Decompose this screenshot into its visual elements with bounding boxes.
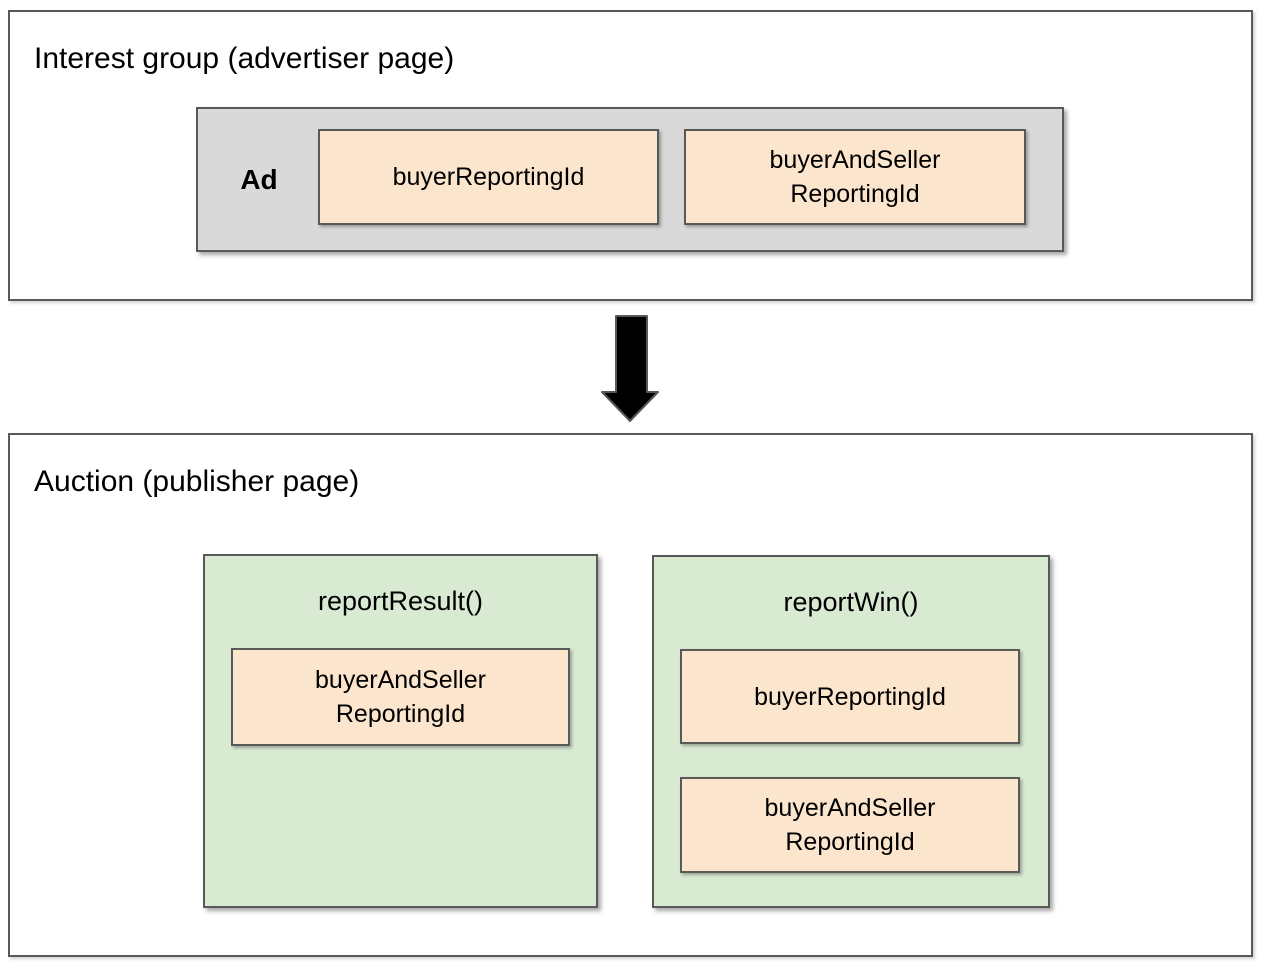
report-win-box: reportWin() buyerReportingId buyerAndSel… [652,555,1050,908]
ad-label: Ad [240,163,278,195]
buyer-reporting-id-field: buyerReportingId [680,649,1020,744]
buyer-and-seller-reporting-id-field: buyerAndSeller ReportingId [231,648,570,746]
down-arrow-icon [600,315,660,423]
interest-group-title: Interest group (advertiser page) [34,42,455,75]
buyer-and-seller-reporting-id-field: buyerAndSeller ReportingId [680,777,1020,873]
report-result-box: reportResult() buyerAndSeller ReportingI… [203,554,598,908]
report-result-title: reportResult() [317,586,484,616]
ad-box: Ad buyerReportingId buyerAndSeller Repor… [196,107,1064,252]
auction-panel: Auction (publisher page) reportResult() … [8,433,1253,957]
buyer-reporting-id-field: buyerReportingId [318,129,659,225]
buyer-and-seller-reporting-id-field: buyerAndSeller ReportingId [684,129,1026,225]
auction-title: Auction (publisher page) [34,465,360,498]
interest-group-panel: Interest group (advertiser page) Ad buye… [8,10,1253,301]
report-win-title: reportWin() [783,587,919,617]
